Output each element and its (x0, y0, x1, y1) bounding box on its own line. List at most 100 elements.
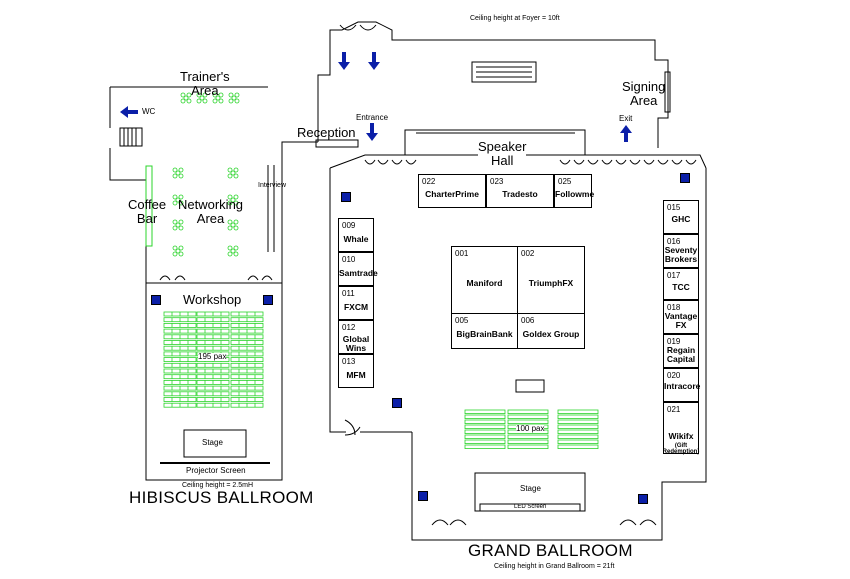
booth-number: 011 (342, 289, 355, 298)
walls (109, 21, 707, 541)
chair (183, 95, 189, 101)
booth-name: TriumphFX (528, 278, 574, 288)
booth-number: 018 (667, 303, 681, 312)
trainer-seat-cluster (196, 92, 208, 104)
chair (172, 167, 178, 173)
arrows (120, 52, 632, 142)
seat-row (464, 409, 506, 414)
seat-row (464, 414, 506, 419)
networking-table (227, 219, 239, 231)
grand-ballroom-title: GRAND BALLROOM (468, 541, 633, 560)
ceiling-grand-note: Ceiling height in Grand Ballroom = 21ft (494, 563, 615, 570)
grand-stage-label: Stage (520, 484, 541, 493)
seat-row (507, 419, 549, 424)
booth-number: 017 (667, 271, 681, 280)
chair (175, 197, 181, 203)
chair (180, 98, 186, 104)
booth-name: TCC (672, 282, 690, 292)
chair (172, 245, 178, 251)
booth-number: 019 (667, 337, 681, 346)
booth-006[interactable]: 006 Goldex Group (517, 313, 585, 349)
chair (233, 245, 239, 251)
chair (233, 225, 239, 231)
booth-020[interactable]: 020 Intracore (663, 368, 700, 402)
wc-arrow-icon (120, 106, 138, 118)
booth-number: 016 (667, 237, 681, 246)
networking-table (227, 245, 239, 257)
chair (178, 173, 184, 179)
hall-table (515, 379, 545, 393)
networking-table (172, 167, 184, 179)
chair (196, 98, 202, 104)
chair (227, 167, 233, 173)
chair (196, 92, 202, 98)
booth-001[interactable]: 001 Maniford (451, 246, 518, 314)
chair (234, 98, 240, 104)
booth-005[interactable]: 005 BigBrainBank (451, 313, 518, 349)
hibiscus-stage-label: Stage (202, 438, 223, 447)
booth-name: Samtrade (339, 268, 378, 278)
chair (202, 92, 208, 98)
booth-number: 006 (521, 316, 535, 325)
trainers-area-label: Trainer's Area (180, 69, 230, 98)
entrance-label: Entrance (356, 113, 389, 122)
seat-row (464, 424, 506, 429)
chair (178, 225, 184, 231)
booth-017[interactable]: 017 TCC (663, 268, 699, 300)
marker-square (263, 295, 273, 305)
chair (172, 225, 178, 231)
seat-row (557, 444, 599, 449)
booth-018[interactable]: 018 Vantage FX (663, 300, 699, 334)
networking-table (172, 194, 184, 206)
chair (199, 95, 205, 101)
escalator (471, 61, 537, 83)
chair (172, 251, 178, 257)
booth-number: 012 (342, 323, 356, 332)
chair (172, 200, 178, 206)
wc-label: WC (142, 107, 156, 116)
reception-label: Reception (297, 125, 356, 140)
booth-name: Vantage FX (664, 311, 698, 330)
marker-square (418, 491, 428, 501)
booth-025[interactable]: 025 Followme (554, 174, 594, 208)
booth-019[interactable]: 019 Regain Capital (663, 334, 699, 368)
seat-row (464, 429, 506, 434)
wall-grand-east (411, 168, 707, 541)
booth-012[interactable]: 012 Global Wins (338, 320, 374, 354)
interview-label: Interview (258, 182, 287, 189)
wall-grand-top (329, 168, 346, 433)
booth-010[interactable]: 010 Samtrade (338, 252, 378, 286)
booth-name: Tradesto (502, 189, 538, 199)
networking-table (227, 194, 239, 206)
chair (186, 92, 192, 98)
seating (163, 92, 599, 449)
booth-013[interactable]: 013 MFM (338, 354, 374, 388)
hall-pax-label: 100 pax (516, 424, 545, 434)
chair (178, 219, 184, 225)
marker-square (151, 295, 161, 305)
booth-011[interactable]: 011 FXCM (338, 286, 374, 320)
booth-015[interactable]: 015 GHC (663, 200, 699, 234)
booth-022[interactable]: 022 CharterPrime (418, 174, 486, 208)
booth-023[interactable]: 023 Tradesto (486, 174, 554, 208)
booth-009[interactable]: 009 Whale (338, 218, 374, 252)
chair (212, 92, 218, 98)
chair (227, 245, 233, 251)
chair (172, 219, 178, 225)
booth-016[interactable]: 016 Seventy Brokers (663, 234, 699, 268)
coffee-counter (145, 165, 153, 247)
chair (175, 170, 181, 176)
coffee-bar-label: Coffee Bar (128, 197, 167, 226)
wall-foyer (317, 21, 669, 148)
signing-area-label: Signing Area (622, 79, 666, 108)
seat-row (557, 429, 599, 434)
chair (178, 167, 184, 173)
seat-row (557, 439, 599, 444)
trainer-seat-cluster (212, 92, 224, 104)
booth-021[interactable]: 021 Wikifx (Gift Redemption) (663, 402, 699, 455)
chair (228, 92, 234, 98)
workshop-pax-label: 195 pax (198, 352, 227, 362)
booth-002[interactable]: 002 TriumphFX (517, 246, 585, 314)
chair (175, 222, 181, 228)
seat-row (557, 414, 599, 419)
